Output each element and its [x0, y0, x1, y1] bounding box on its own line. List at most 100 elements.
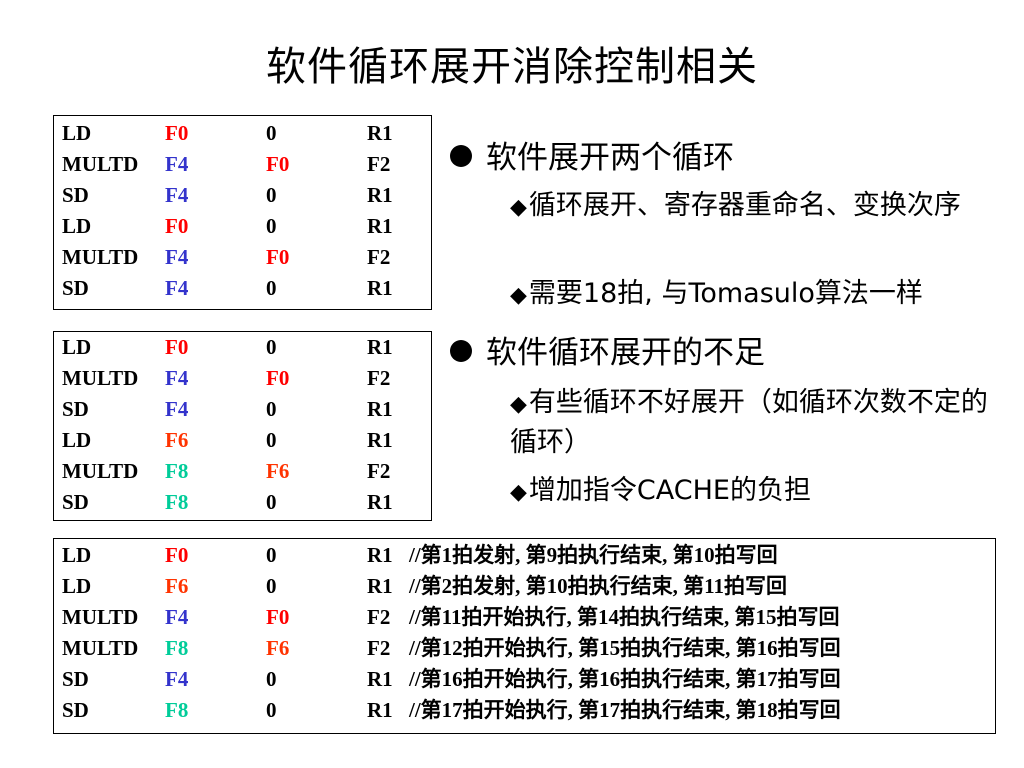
code-row: SD F8 0 R1	[54, 487, 431, 518]
diamond-icon: ◆	[510, 195, 527, 220]
operand-2: F0	[266, 245, 290, 269]
code-block-original: LD F0 0 R1 MULTD F4 F0 F2 SD F4 0 R1 LD …	[53, 115, 432, 310]
timing-comment: //第11拍开始执行, 第14拍执行结束, 第15拍写回	[409, 605, 840, 629]
operand-3: R1	[367, 490, 393, 514]
diamond-icon: ◆	[510, 392, 527, 417]
code-row: SD F4 0 R1	[54, 273, 431, 304]
operand-2: 0	[266, 121, 277, 145]
operand-1: F4	[165, 245, 189, 269]
code-row: MULTD F8 F6 F2 //第12拍开始执行, 第15拍执行结束, 第16…	[54, 633, 995, 664]
operand-1: F4	[165, 183, 189, 207]
opcode: MULTD	[62, 245, 139, 269]
operand-1: F8	[165, 459, 189, 483]
operand-3: R1	[367, 276, 393, 300]
operand-3: R1	[367, 121, 393, 145]
sub-bullet-text: 循环展开、寄存器重命名、变换次序	[528, 190, 961, 221]
opcode: MULTD	[62, 459, 139, 483]
code-row: LD F0 0 R1	[54, 332, 431, 363]
code-row: MULTD F4 F0 F2	[54, 149, 431, 180]
operand-3: R1	[367, 428, 393, 452]
timing-comment: //第1拍发射, 第9拍执行结束, 第10拍写回	[409, 543, 778, 567]
bullet-text: 软件展开两个循环	[486, 140, 734, 176]
operand-3: R1	[367, 335, 393, 359]
operand-3: R1	[367, 214, 393, 238]
opcode: MULTD	[62, 366, 139, 390]
operand-2: 0	[266, 574, 277, 598]
operand-1: F0	[165, 121, 189, 145]
opcode: MULTD	[62, 636, 139, 660]
operand-2: 0	[266, 490, 277, 514]
code-row: MULTD F4 F0 F2	[54, 363, 431, 394]
operand-2: F0	[266, 605, 290, 629]
code-row: MULTD F4 F0 F2 //第11拍开始执行, 第14拍执行结束, 第15…	[54, 602, 995, 633]
operand-2: 0	[266, 397, 277, 421]
operand-3: F2	[367, 605, 391, 629]
opcode: MULTD	[62, 152, 139, 176]
code-block-scheduled: LD F0 0 R1 //第1拍发射, 第9拍执行结束, 第10拍写回 LD F…	[53, 538, 996, 734]
operand-1: F6	[165, 428, 189, 452]
operand-2: F0	[266, 152, 290, 176]
operand-1: F4	[165, 366, 189, 390]
code-block-renamed: LD F0 0 R1 MULTD F4 F0 F2 SD F4 0 R1 LD …	[53, 331, 432, 521]
code-row: SD F4 0 R1	[54, 394, 431, 425]
operand-3: F2	[367, 152, 391, 176]
operand-1: F4	[165, 605, 189, 629]
operand-3: R1	[367, 183, 393, 207]
operand-3: R1	[367, 574, 393, 598]
code-row: SD F4 0 R1	[54, 180, 431, 211]
sub-bullet-text: 有些循环不好展开（如循环次数不定的循环）	[510, 387, 988, 458]
operand-3: R1	[367, 543, 393, 567]
sub-bullet-item: ◆需要18拍, 与Tomasulo算法一样	[510, 275, 1010, 315]
operand-2: 0	[266, 667, 277, 691]
opcode: SD	[62, 698, 89, 722]
page-title: 软件循环展开消除控制相关	[266, 44, 758, 90]
operand-3: R1	[367, 698, 393, 722]
sub-bullet-text: 需要18拍, 与Tomasulo算法一样	[528, 278, 923, 309]
opcode: LD	[62, 574, 92, 598]
operand-1: F4	[165, 152, 189, 176]
operand-2: 0	[266, 428, 277, 452]
opcode: LD	[62, 428, 92, 452]
operand-1: F4	[165, 276, 189, 300]
operand-3: R1	[367, 667, 393, 691]
timing-comment: //第2拍发射, 第10拍执行结束, 第11拍写回	[409, 574, 788, 598]
code-row: LD F6 0 R1 //第2拍发射, 第10拍执行结束, 第11拍写回	[54, 571, 995, 602]
code-row: MULTD F4 F0 F2	[54, 242, 431, 273]
bullet-item: 软件循环展开的不足	[450, 327, 765, 372]
diamond-icon: ◆	[510, 283, 527, 308]
operand-2: F0	[266, 366, 290, 390]
operand-1: F0	[165, 214, 189, 238]
operand-3: F2	[367, 459, 391, 483]
opcode: SD	[62, 276, 89, 300]
bullet-dot-icon	[450, 145, 472, 167]
bullet-dot-icon	[450, 340, 472, 362]
operand-1: F0	[165, 543, 189, 567]
code-row: LD F0 0 R1	[54, 211, 431, 242]
operand-2: 0	[266, 183, 277, 207]
opcode: SD	[62, 183, 89, 207]
operand-1: F0	[165, 335, 189, 359]
code-row: LD F0 0 R1	[54, 118, 431, 149]
opcode: SD	[62, 490, 89, 514]
opcode: MULTD	[62, 605, 139, 629]
opcode: SD	[62, 667, 89, 691]
diamond-icon: ◆	[510, 480, 527, 505]
code-row: SD F4 0 R1 //第16拍开始执行, 第16拍执行结束, 第17拍写回	[54, 664, 995, 695]
bullet-text: 软件循环展开的不足	[486, 335, 765, 371]
opcode: LD	[62, 335, 92, 359]
code-row: MULTD F8 F6 F2	[54, 456, 431, 487]
operand-2: 0	[266, 543, 277, 567]
operand-1: F8	[165, 490, 189, 514]
operand-1: F8	[165, 636, 189, 660]
sub-bullet-item: ◆增加指令CACHE的负担	[510, 472, 1010, 512]
operand-3: F2	[367, 245, 391, 269]
sub-bullet-item: ◆循环展开、寄存器重命名、变换次序	[510, 187, 1010, 227]
opcode: SD	[62, 397, 89, 421]
operand-1: F8	[165, 698, 189, 722]
operand-2: F6	[266, 459, 290, 483]
operand-2: 0	[266, 276, 277, 300]
code-row: SD F8 0 R1 //第17拍开始执行, 第17拍执行结束, 第18拍写回	[54, 695, 995, 726]
sub-bullet-text: 增加指令CACHE的负担	[528, 475, 811, 506]
opcode: LD	[62, 214, 92, 238]
timing-comment: //第17拍开始执行, 第17拍执行结束, 第18拍写回	[409, 698, 841, 722]
